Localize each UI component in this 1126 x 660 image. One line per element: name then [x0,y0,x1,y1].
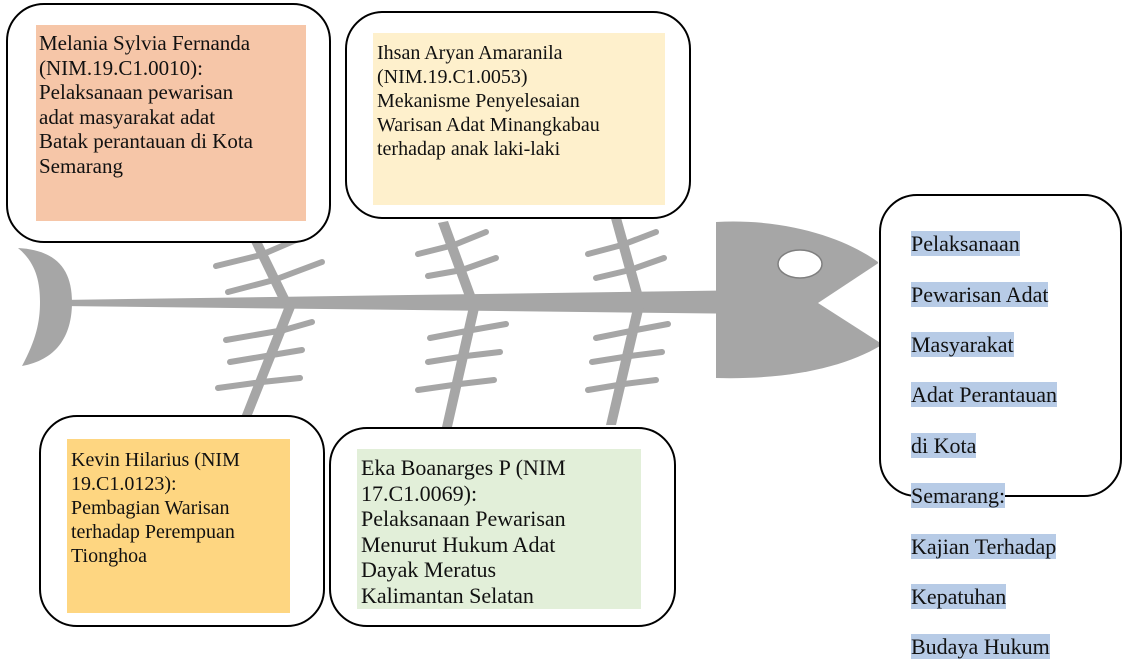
effect-box-text: Pelaksanaan Pewarisan Adat Masyarakat Ad… [911,206,1121,660]
fish-bone [442,302,480,427]
cause-box-text: Kevin Hilarius (NIM 19.C1.0123): Pembagi… [67,439,290,568]
fish-bone [610,214,644,302]
effect-line: Pelaksanaan [911,231,1020,256]
effect-line: di Kota [911,433,976,458]
effect-line: Kajian Terhadap [911,534,1056,559]
cause-box-text: Ihsan Aryan Amaranila (NIM.19.C1.0053) M… [373,33,665,161]
fish-bone [438,221,478,305]
fish-rib [622,232,656,245]
fish-eye [778,250,822,278]
cause-box-text: Melania Sylvia Fernanda (NIM.19.C1.0010)… [36,25,306,178]
effect-line: Kepatuhan [911,584,1006,609]
fish-rib [216,255,261,266]
fish-bone [238,303,296,425]
fish-rib [472,324,506,330]
fish-rib [228,280,274,292]
effect-line: Semarang: [911,483,1005,508]
fish-rib [262,378,300,382]
fish-rib [462,258,496,270]
fish-rib [588,245,622,254]
fish-rib [630,352,662,356]
fish-rib [274,262,322,280]
fish-bone [606,304,644,425]
cause-box-kevin: Kevin Hilarius (NIM 19.C1.0123): Pembagi… [39,415,325,627]
fish-rib [636,324,668,330]
cause-box-fill: Melania Sylvia Fernanda (NIM.19.C1.0010)… [36,25,306,221]
fish-rib [624,380,656,384]
fish-spine [60,290,760,314]
effect-line: Pewarisan Adat [911,282,1048,307]
cause-box-fill: Ihsan Aryan Amaranila (NIM.19.C1.0053) M… [373,33,665,205]
cause-box-eka: Eka Boanarges P (NIM 17.C1.0069): Pelaks… [329,427,676,627]
cause-box-fill: Kevin Hilarius (NIM 19.C1.0123): Pembagi… [67,439,290,613]
effect-line: Budaya Hukum [911,634,1050,659]
fish-rib [466,352,500,356]
fish-tail [18,248,72,366]
cause-box-ihsan: Ihsan Aryan Amaranila (NIM.19.C1.0053) M… [345,11,691,219]
fish-rib [630,258,664,270]
effect-line: Adat Perantauan [911,382,1057,407]
effect-line: Masyarakat [911,332,1014,357]
fish-rib [460,380,494,384]
fish-rib [454,232,486,245]
fish-rib [428,270,462,276]
cause-box-text: Eka Boanarges P (NIM 17.C1.0069): Pelaks… [357,449,641,608]
effect-box: Pelaksanaan Pewarisan Adat Masyarakat Ad… [879,194,1122,497]
cause-box-melania: Melania Sylvia Fernanda (NIM.19.C1.0010)… [6,3,331,243]
cause-box-fill: Eka Boanarges P (NIM 17.C1.0069): Pelaks… [357,449,641,609]
fish-rib [596,270,630,278]
